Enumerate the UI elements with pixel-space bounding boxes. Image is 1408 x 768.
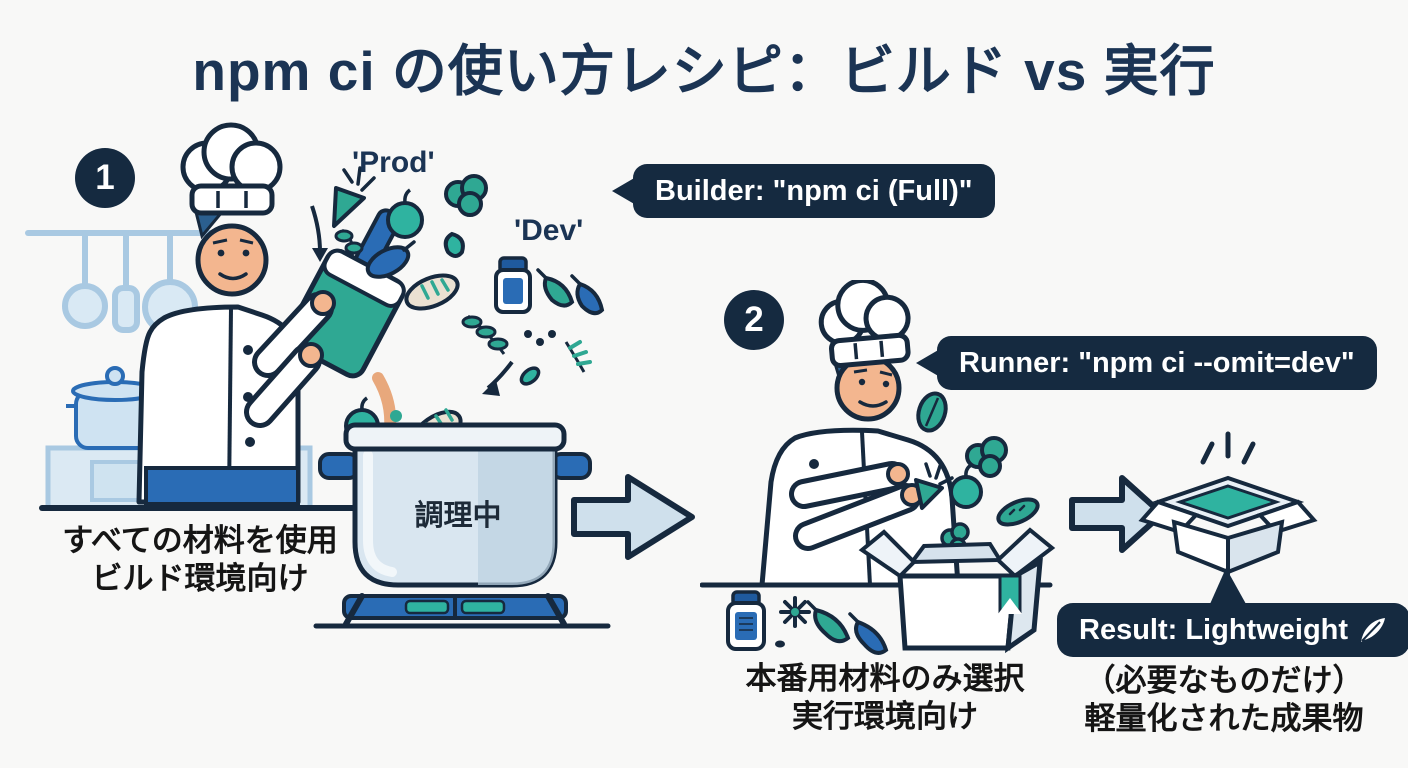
- burner-icon: [342, 593, 568, 627]
- jar-icon: [726, 590, 766, 651]
- apple-icon: [949, 463, 983, 509]
- down-arrow-icon: [310, 205, 328, 262]
- leaf-icon: [519, 366, 541, 386]
- eggplant-icon: [365, 240, 416, 279]
- leaf-sprig-icon: [334, 228, 364, 257]
- herb-sprig-icon: [564, 340, 592, 373]
- chef-arms: [244, 290, 336, 428]
- face-features: [853, 368, 893, 408]
- bread-icon: [965, 436, 1008, 478]
- step-1-number: 1: [95, 158, 115, 197]
- flow-arrow-icon: [1069, 475, 1165, 553]
- falling-ingredients: [310, 166, 605, 455]
- apple-icon: [386, 188, 424, 239]
- feather-icon: [1361, 618, 1386, 642]
- step-1-caption: すべての材料を使用 ビルド環境向け: [30, 522, 370, 598]
- chef-hat-icon: [818, 280, 911, 369]
- runner-speech-bubble: Runner: "npm ci --omit=dev": [916, 336, 1377, 390]
- carrot-icon: [914, 462, 954, 510]
- result-caption: （必要なものだけ） 軽量化された成果物: [1056, 662, 1392, 738]
- step-1-caption-line-2: ビルド環境向け: [91, 561, 309, 596]
- step-1-badge: 1: [75, 148, 135, 208]
- step-1-caption-line-1: すべての材料を使用: [62, 523, 338, 558]
- scene-builder-illustration: [25, 122, 611, 629]
- chili-icon: [536, 268, 575, 308]
- step-2-number: 2: [744, 300, 764, 339]
- chili-icon: [848, 612, 889, 655]
- step-2-caption: 本番用材料のみ選択 実行環境向け: [720, 660, 1050, 736]
- face-features: [212, 238, 254, 281]
- result-illustration: [1069, 431, 1318, 604]
- flow-arrow-icon: [571, 474, 695, 560]
- chef-apron: [144, 466, 300, 506]
- pot-handle: [318, 452, 360, 480]
- star-anise-icon: [779, 596, 811, 628]
- result-caption-line-2: 軽量化された成果物: [1084, 701, 1364, 736]
- carrot-icon: [332, 166, 376, 228]
- scene-runner-illustration: [700, 280, 1056, 655]
- bubble-tail: [612, 177, 636, 205]
- jacket-button: [245, 437, 255, 447]
- sparkles-icon: [1200, 431, 1256, 465]
- jacket-button: [243, 345, 253, 355]
- builder-speech-bubble: Builder: "npm ci (Full)": [612, 164, 995, 218]
- prod-group-label: 'Prod': [352, 146, 435, 179]
- chef-hat-icon: [180, 122, 283, 216]
- leaf-icon: [916, 391, 948, 433]
- pot-status-label: 調理中: [414, 500, 502, 532]
- chili-icon: [806, 600, 851, 644]
- chili-icon: [570, 274, 605, 316]
- bubble-tail: [916, 349, 940, 377]
- builder-command-text: Builder: "npm ci (Full)": [655, 174, 973, 207]
- down-arrow-icon: [482, 360, 514, 396]
- cooking-pot-icon: [313, 422, 611, 629]
- result-label-bubble: Result: Lightweight: [1057, 603, 1408, 657]
- leftover-dev-items: [726, 590, 889, 655]
- step-2-caption-line-2: 実行環境向け: [792, 699, 978, 734]
- strawberry-icon: [443, 231, 465, 258]
- step-2-caption-line-1: 本番用材料のみ選択: [745, 661, 1025, 696]
- result-label-text: Result: Lightweight: [1079, 613, 1349, 646]
- chef-face-icon: [195, 223, 269, 297]
- cucumber-icon: [996, 497, 1040, 527]
- bean-icon: [775, 640, 785, 648]
- result-caption-line-1: （必要なものだけ）: [1084, 663, 1364, 698]
- dev-group-label: 'Dev': [514, 214, 584, 247]
- chef-runner-illustration: [759, 280, 961, 588]
- herb-branch-icon: [461, 314, 509, 355]
- broccoli-icon: [444, 174, 488, 217]
- step-2-badge: 2: [724, 290, 784, 350]
- packing-box-icon: [858, 527, 1056, 654]
- jar-icon: [494, 256, 532, 314]
- jacket-button: [809, 459, 819, 469]
- bread-icon: [404, 273, 460, 311]
- runner-command-text: Runner: "npm ci --omit=dev": [959, 346, 1355, 379]
- selected-ingredients: [916, 391, 1040, 555]
- bubble-tail-up: [1210, 568, 1246, 604]
- page-title: npm ci の使い方レシピ：ビルド vs 実行: [192, 40, 1216, 102]
- ribbon-icon: [998, 574, 1022, 614]
- peppercorns-icon: [524, 330, 556, 346]
- package-box-icon: [1138, 475, 1318, 575]
- background-pot-icon: [66, 366, 164, 450]
